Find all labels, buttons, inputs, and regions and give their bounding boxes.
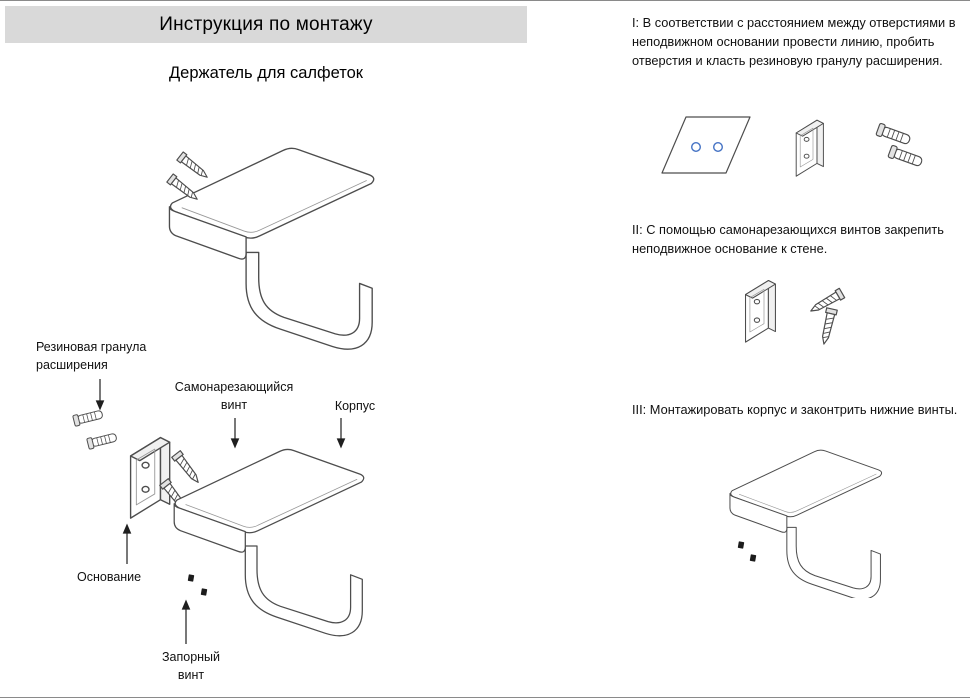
- holder-body-icon: [173, 448, 365, 637]
- base-plate-icon: [795, 119, 824, 177]
- product-title: Держатель для салфеток: [169, 64, 363, 82]
- locking-screw-icon: [187, 574, 195, 582]
- rubber-granule-icon: [72, 408, 104, 427]
- locking-screw-icon: [200, 588, 208, 596]
- base-plate-icon: [129, 436, 171, 519]
- assembled-holder-drawing: [166, 147, 375, 350]
- step-1-diagram: [661, 116, 925, 177]
- label-locking-screw: Запорный винт: [161, 650, 221, 682]
- step-3-text: III: Монтажировать корпус и законтрить н…: [632, 402, 958, 417]
- label-self-tapping-screw: Самонарезающийся винт: [174, 380, 294, 412]
- locking-screw-icon: [749, 554, 757, 562]
- label-base: Основание: [77, 570, 142, 584]
- wall-with-holes-icon: [661, 116, 751, 174]
- locking-screw-icon: [737, 541, 745, 549]
- rubber-granule-icon: [86, 431, 118, 450]
- page-title: Инструкция по монтажу: [159, 13, 373, 35]
- step-1-text: I: В соответствии с расстоянием между от…: [632, 15, 956, 69]
- rubber-granule-icon: [887, 144, 925, 169]
- mount-screw-icon: [176, 151, 211, 182]
- holder-body-icon: [729, 449, 883, 598]
- self-tapping-screw-icon: [171, 450, 204, 487]
- step-3-diagram: [729, 449, 883, 598]
- base-plate-icon: [744, 279, 776, 343]
- label-body: Корпус: [334, 399, 376, 413]
- rubber-granule-icon: [875, 122, 913, 147]
- step-2-diagram: [744, 279, 846, 346]
- label-rubber-granule: Резиновая гранула расширения: [36, 340, 147, 372]
- header-bar: Инструкция по монтажу: [5, 6, 527, 43]
- step-2-text: II: С помощью самонарезающихся винтов за…: [632, 222, 944, 257]
- self-tapping-screw-icon: [818, 307, 838, 346]
- exploded-view-drawing: [72, 408, 365, 637]
- assembly-drawings: [72, 147, 375, 644]
- label-arrows: [95, 379, 346, 644]
